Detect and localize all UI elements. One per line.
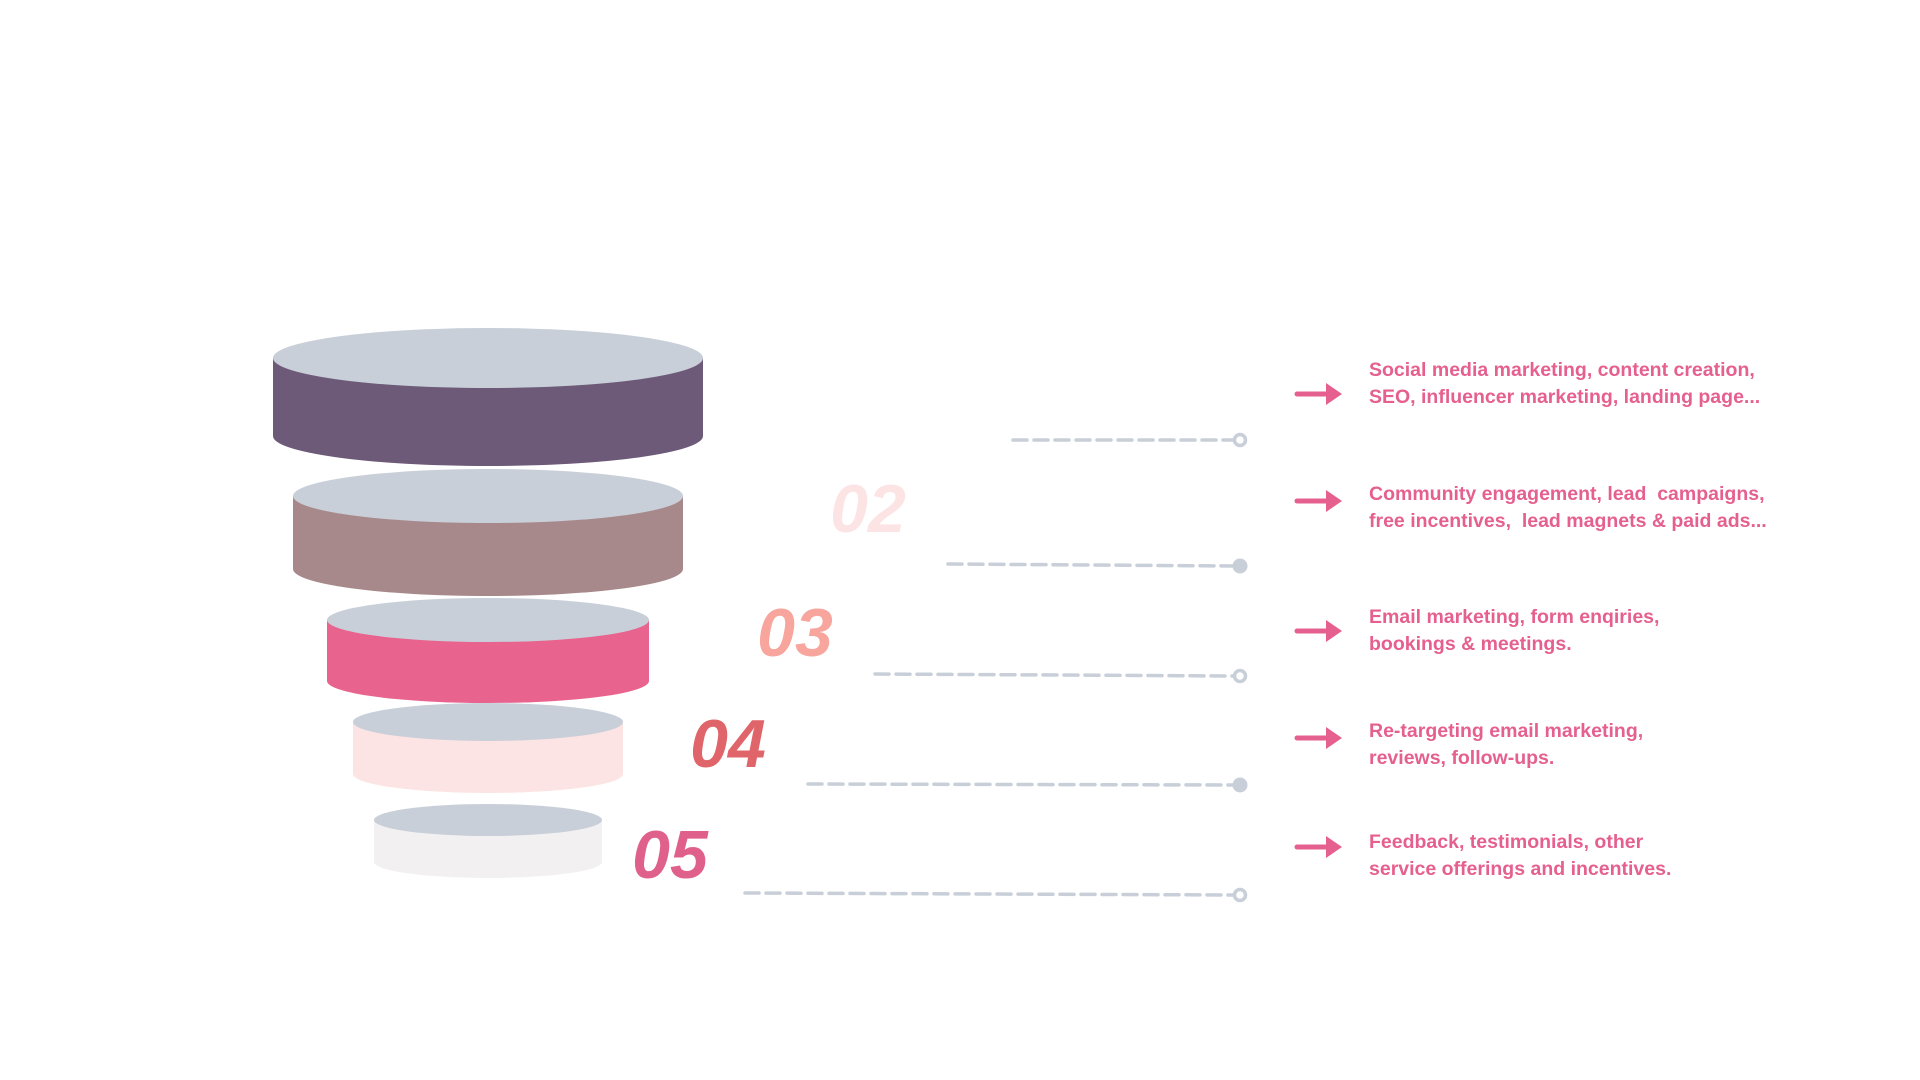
disc-body-1 — [273, 358, 703, 466]
arrow-head-1 — [1326, 383, 1342, 405]
disc-top-5 — [374, 804, 602, 836]
stage-2-line-2: free incentives, lead magnets & paid ads… — [1369, 510, 1767, 532]
stage-2-line-1: Community engagement, lead campaigns, — [1369, 483, 1765, 505]
marker-dot-filled-4 — [1232, 777, 1248, 793]
dashed-line-3 — [873, 672, 1236, 678]
stage-number-4: 04 — [690, 706, 766, 782]
arrow-right-icon — [1294, 727, 1342, 749]
stage-5-description: Feedback, testimonials, other service of… — [1369, 829, 1869, 883]
stage-2-description: Community engagement, lead campaigns, fr… — [1369, 481, 1869, 535]
arrow-head-2 — [1326, 490, 1342, 512]
arrows — [1294, 383, 1342, 858]
stage-number-2: 02 — [830, 471, 906, 547]
funnel-disc-2 — [293, 469, 683, 596]
stage-3-description: Email marketing, form enqiries, bookings… — [1369, 604, 1869, 658]
stage-5-line-2: service offerings and incentives. — [1369, 858, 1672, 880]
dashed-line-5 — [743, 891, 1236, 897]
marker-dot-hollow-1 — [1232, 432, 1248, 448]
disc-body-4 — [353, 722, 623, 793]
stage-4-line-1: Re-targeting email marketing, — [1369, 720, 1644, 742]
stage-3-line-2: bookings & meetings. — [1369, 633, 1572, 655]
marker-dot-filled-2 — [1232, 558, 1248, 574]
connector-5 — [743, 887, 1248, 903]
arrow-right-icon — [1294, 490, 1342, 512]
funnel-disc-1 — [273, 328, 703, 466]
marker-dot-hollow-5 — [1232, 887, 1248, 903]
arrow-head-3 — [1326, 620, 1342, 642]
disc-top-2 — [293, 469, 683, 523]
funnel-disc-3 — [327, 598, 649, 703]
funnel-disc-5 — [374, 804, 602, 878]
funnel-discs — [273, 328, 703, 878]
arrow-head-4 — [1326, 727, 1342, 749]
marker-dot-hollow-3 — [1232, 668, 1248, 684]
arrow-right-icon — [1294, 620, 1342, 642]
disc-top-1 — [273, 328, 703, 388]
stage-numbers: 02 03 04 05 — [632, 471, 906, 893]
disc-top-3 — [327, 598, 649, 642]
stage-1-line-1: Social media marketing, content creation… — [1369, 359, 1755, 381]
connector-3 — [873, 668, 1248, 684]
arrow-right-icon — [1294, 836, 1342, 858]
disc-body-3 — [327, 620, 649, 703]
dashed-line-2 — [946, 562, 1236, 568]
funnel-disc-4 — [353, 703, 623, 793]
arrow-head-5 — [1326, 836, 1342, 858]
dashed-line-4 — [806, 782, 1236, 787]
disc-body-2 — [293, 496, 683, 596]
disc-body-5 — [374, 820, 602, 878]
disc-top-4 — [353, 703, 623, 741]
stage-1-line-2: SEO, influencer marketing, landing page.… — [1369, 386, 1761, 408]
connector-lines — [743, 432, 1248, 903]
stage-1-description: Social media marketing, content creation… — [1369, 357, 1869, 411]
stage-4-description: Re-targeting email marketing, reviews, f… — [1369, 718, 1869, 772]
stage-5-line-1: Feedback, testimonials, other — [1369, 831, 1644, 853]
connector-4 — [806, 777, 1248, 793]
stage-4-line-2: reviews, follow-ups. — [1369, 747, 1555, 769]
stage-number-3: 03 — [757, 595, 833, 671]
stage-3-line-1: Email marketing, form enqiries, — [1369, 606, 1660, 628]
stage-number-5: 05 — [632, 817, 709, 893]
arrow-right-icon — [1294, 383, 1342, 405]
connector-1 — [1011, 432, 1248, 448]
connector-2 — [946, 558, 1248, 574]
